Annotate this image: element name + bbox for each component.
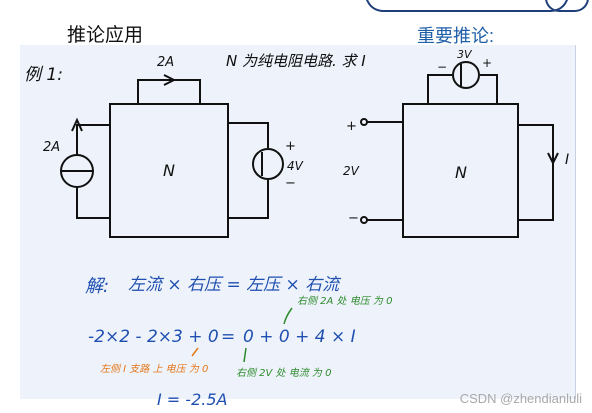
left-network-box xyxy=(109,103,229,238)
upper-port-terminal xyxy=(360,118,368,126)
note-mid-arrow xyxy=(243,347,247,363)
note-right-arrow xyxy=(283,307,293,325)
equation-right: 0 + 0 + 4 × I xyxy=(243,327,356,347)
right-current-label: I xyxy=(565,152,569,168)
left-circuit xyxy=(60,74,284,238)
answer: I = -2.5A xyxy=(157,390,227,409)
panel-edge xyxy=(575,45,576,399)
voltage-source-circle xyxy=(252,148,284,180)
watermark: CSDN @zhendianluli xyxy=(459,391,582,406)
right-network-label: N xyxy=(455,163,467,182)
top-current-arrow xyxy=(163,74,177,86)
right-title: 重要推论: xyxy=(417,26,495,46)
voltage-value: 4V xyxy=(287,159,304,173)
voltage-plus: + xyxy=(285,139,296,154)
problem-statement: N 为纯电阻电路. 求 I xyxy=(226,52,366,70)
top-source-wire-right xyxy=(480,74,498,104)
right-network-box xyxy=(402,103,519,238)
right-source-wire-bottom xyxy=(228,180,269,219)
solution-label: 解: xyxy=(85,276,109,297)
right-current-arrow xyxy=(547,152,559,166)
note-left-arrow xyxy=(191,347,199,357)
example-label: 例 1: xyxy=(24,65,63,85)
top-source-plus: + xyxy=(482,56,492,70)
left-title: 推论应用 xyxy=(67,25,144,46)
equation-equals: = xyxy=(221,327,235,347)
left-current-label: 2A xyxy=(43,140,60,155)
right-circuit xyxy=(360,61,559,238)
left-source-wire-bottom xyxy=(76,187,110,219)
top-branch-wire xyxy=(137,79,201,104)
port-minus: − xyxy=(348,211,359,226)
note-mid-green: 右侧 2V 处 电流 为 0 xyxy=(236,367,331,379)
top-source-minus: − xyxy=(437,60,447,74)
top-voltage-source-circle xyxy=(452,61,480,89)
top-source-wire-left xyxy=(427,74,452,104)
left-current-arrow xyxy=(71,117,83,132)
port-plus: + xyxy=(346,119,357,134)
port-voltage: 2V xyxy=(343,164,360,178)
left-network-label: N xyxy=(163,161,175,180)
top-current-label: 2A xyxy=(157,55,174,70)
equation-left: -2×2 - 2×3 + 0 xyxy=(88,327,219,347)
note-right-green: 右侧 2A 处 电压 为 0 xyxy=(297,295,392,307)
top-source-label: 3V xyxy=(457,48,473,61)
solution-principle: 左流 × 右压 = 左压 × 右流 xyxy=(128,275,342,295)
right-current-branch xyxy=(518,124,554,221)
voltage-minus: − xyxy=(285,176,296,191)
left-source-wire-top xyxy=(76,124,110,155)
note-left-orange: 左侧 I 支路 上 电压 为 0 xyxy=(100,363,208,375)
lower-port-terminal xyxy=(360,216,368,224)
right-source-wire-top xyxy=(228,122,269,148)
